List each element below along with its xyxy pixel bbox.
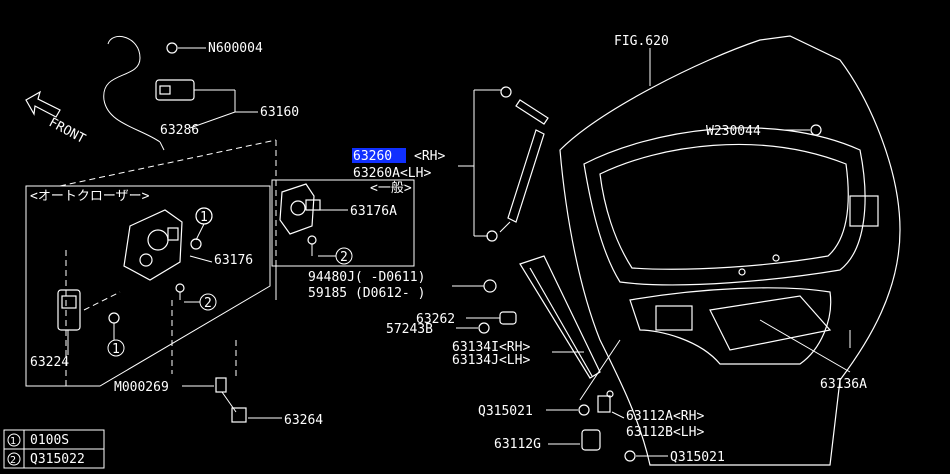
legend-num-2: 2 — [10, 455, 16, 466]
label-63260a: 63260A<LH> — [353, 166, 431, 181]
auto-closer-frame — [25, 139, 277, 387]
part-63262 — [499, 311, 517, 325]
legend-code-1: 0100S — [30, 433, 69, 448]
label-63176a: 63176A — [350, 204, 397, 219]
label-63134j: 63134J<LH> — [452, 353, 530, 368]
label-auto-closer: <オートクローザー> — [30, 189, 150, 204]
svg-text:2: 2 — [204, 296, 212, 311]
label-63134i: 63134I<RH> — [452, 340, 530, 355]
svg-text:1: 1 — [112, 342, 120, 357]
label-63260-rh: <RH> — [414, 149, 445, 164]
part-63112g — [581, 429, 601, 451]
label-w230044: W230044 — [706, 124, 761, 139]
callout-1-b: 1 — [107, 339, 125, 357]
front-arrow-icon — [25, 90, 61, 118]
callout-1-a: 1 — [195, 207, 213, 225]
garnish-63134 — [519, 255, 601, 379]
legend-num-1: 1 — [10, 436, 16, 447]
label-63160: 63160 — [260, 105, 299, 120]
general-latch-box — [271, 179, 415, 267]
latch-cable — [103, 36, 258, 151]
label-63286: 63286 — [160, 123, 199, 138]
gas-strut — [473, 86, 549, 242]
front-label: FRONT — [46, 115, 88, 147]
callout-2-a: 2 — [199, 293, 217, 311]
svg-text:1: 1 — [200, 210, 208, 225]
label-63224: 63224 — [30, 355, 69, 370]
svg-text:2: 2 — [340, 250, 348, 265]
label-m000269: M000269 — [114, 380, 169, 395]
callout-2-b: 2 — [335, 247, 353, 265]
legend-table: 1 2 0100S Q315022 — [3, 429, 105, 469]
label-63264: 63264 — [284, 413, 323, 428]
cable-63264 — [171, 300, 282, 423]
part-57243b — [478, 322, 490, 334]
label-q315021-b: Q315021 — [670, 450, 725, 465]
actuator-63224 — [57, 289, 121, 355]
label-63136a: 63136A — [820, 377, 867, 392]
tailgate — [559, 35, 901, 466]
label-q315021-a: Q315021 — [478, 404, 533, 419]
legend-code-2: Q315022 — [30, 452, 85, 467]
label-63260: 63260 — [353, 149, 392, 164]
label-63112g: 63112G — [494, 437, 541, 452]
label-63176: 63176 — [214, 253, 253, 268]
highlight-63260 — [352, 148, 406, 163]
label-59185: 59185 (D0612- ) — [308, 286, 425, 301]
screw-q315021-b — [624, 450, 636, 462]
screw-q315021-a — [578, 404, 590, 416]
label-ippan: <一般> — [370, 180, 412, 196]
label-n600004: N600004 — [208, 41, 263, 56]
grommet — [483, 279, 497, 293]
label-57243b: 57243B — [386, 322, 433, 337]
label-63112b: 63112B<LH> — [626, 425, 704, 440]
stopper-63112a — [597, 395, 611, 413]
label-63112a: 63112A<RH> — [626, 409, 704, 424]
label-63262: 63262 — [416, 312, 455, 327]
label-fig620: FIG.620 — [614, 34, 669, 49]
label-94480j: 94480J( -D0611) — [308, 270, 425, 285]
